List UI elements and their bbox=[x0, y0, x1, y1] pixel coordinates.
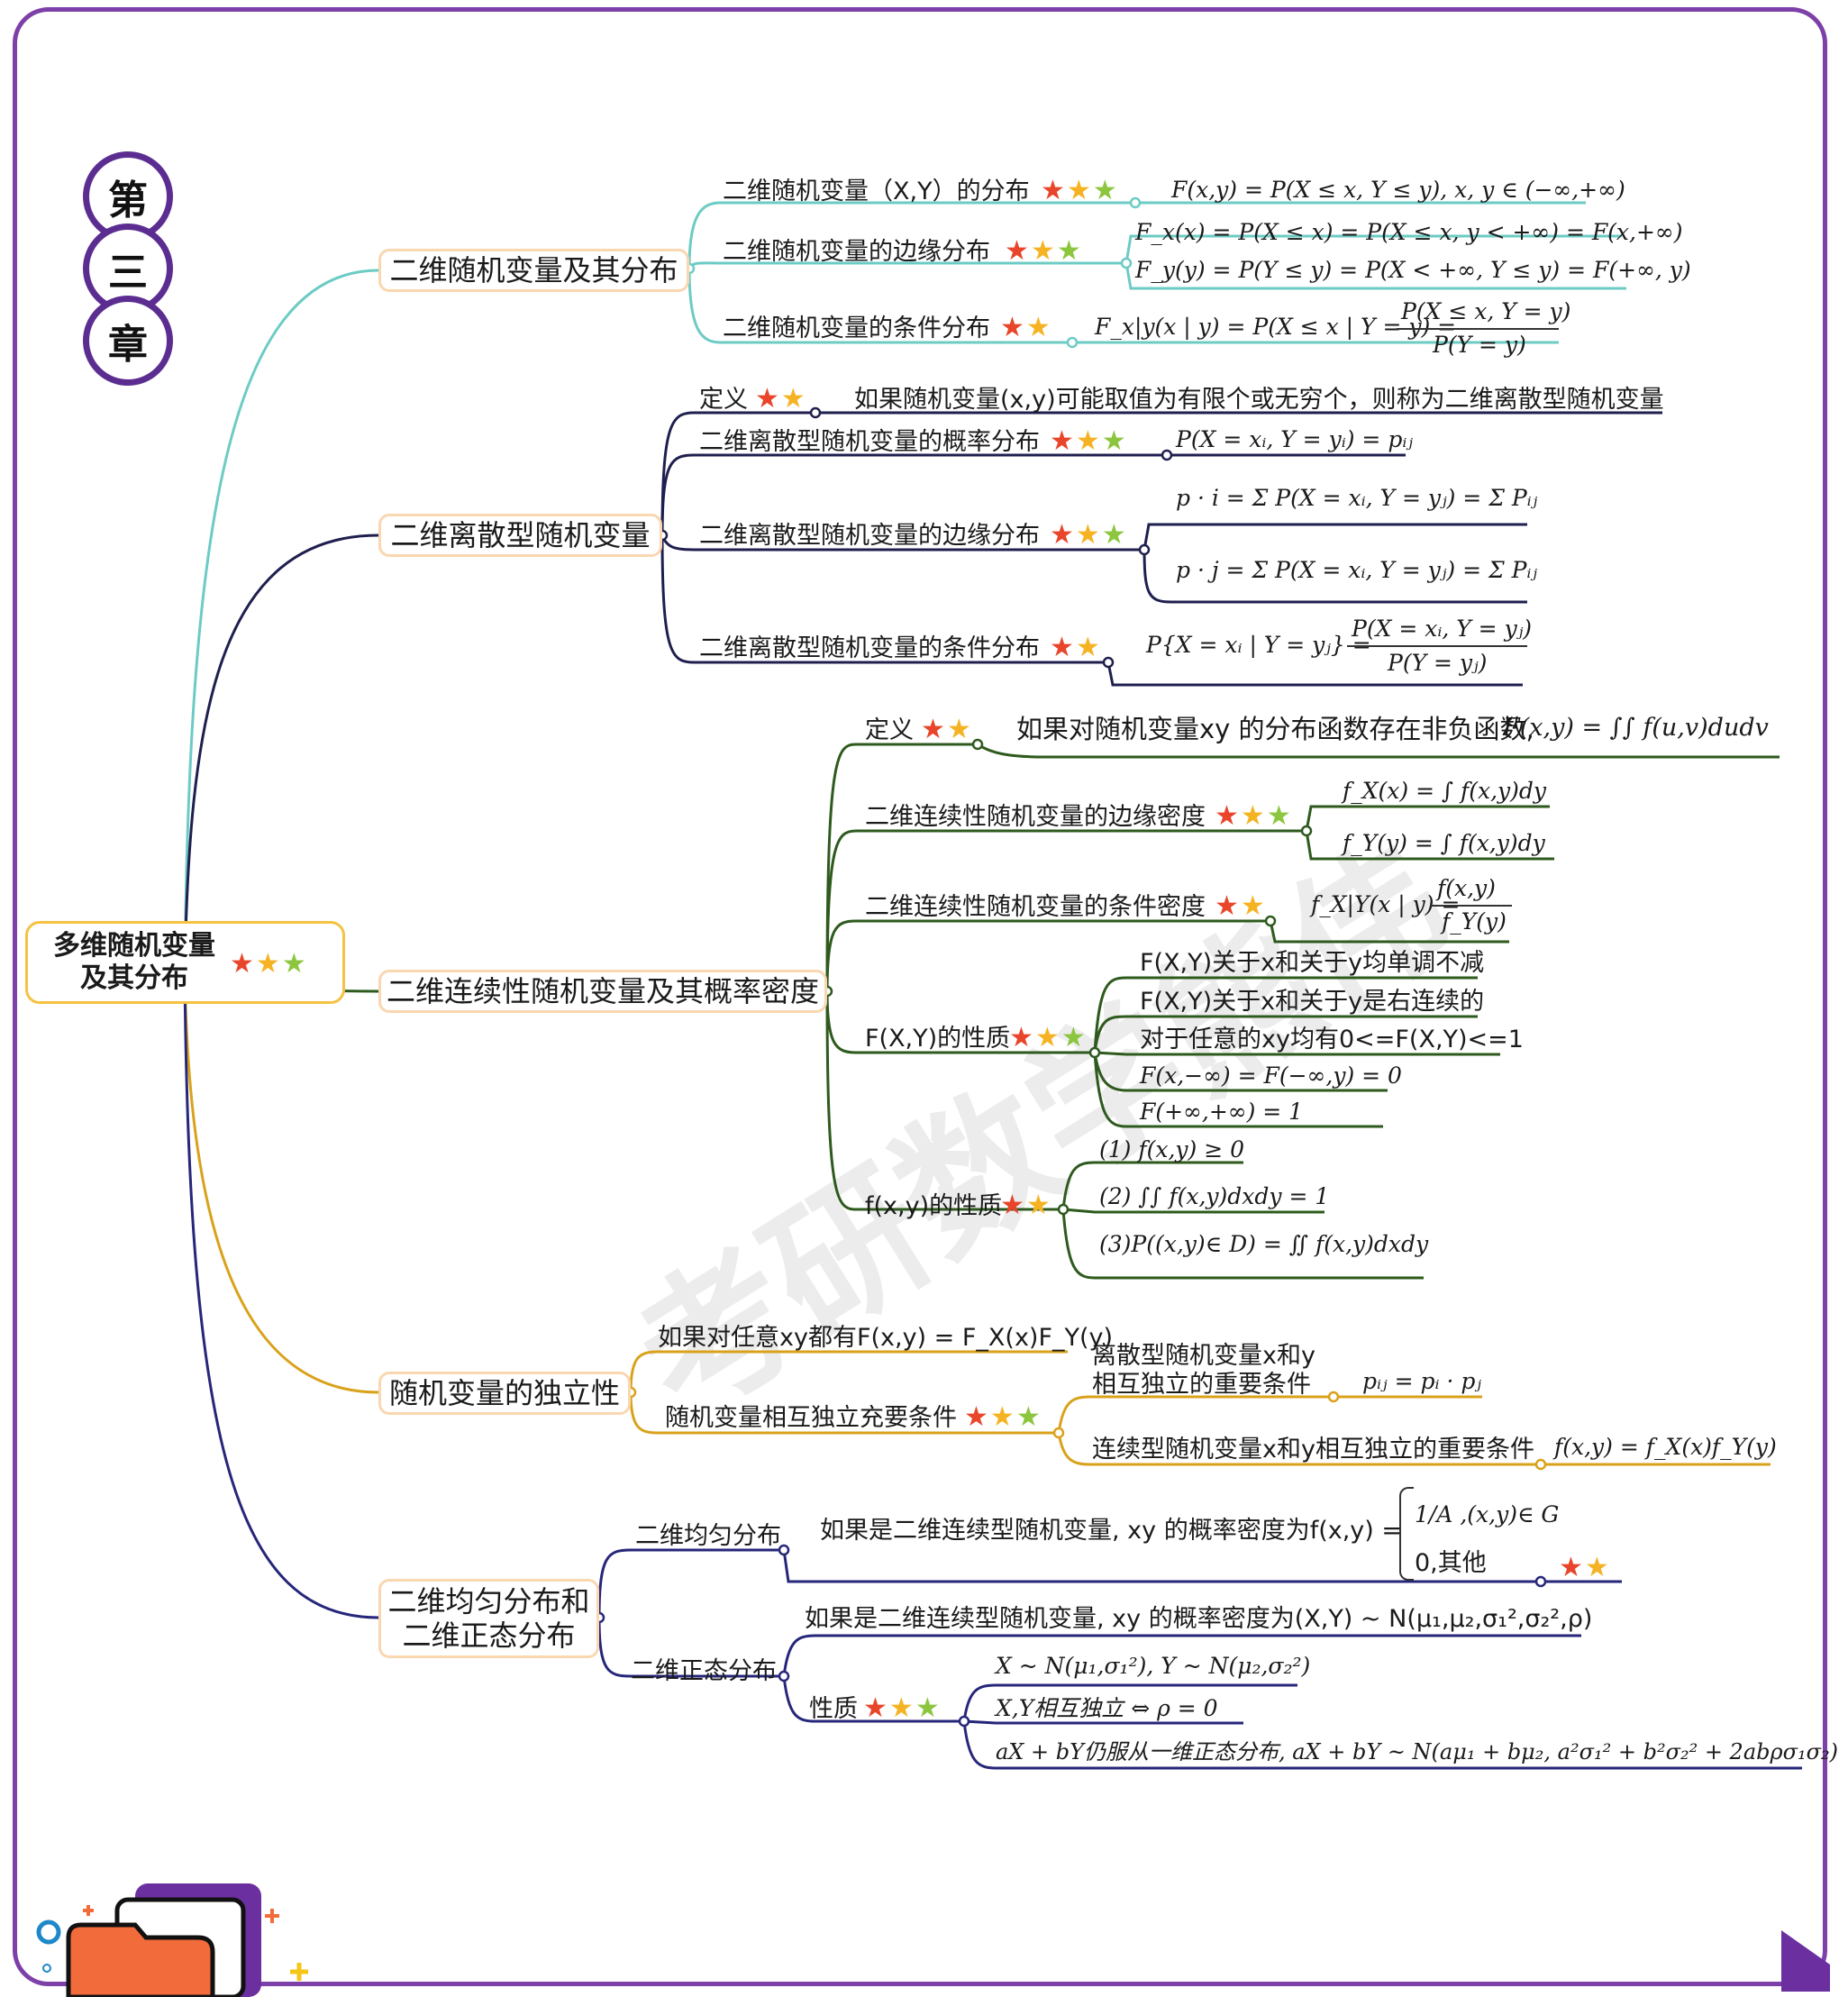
b3-conditional-stars: ★★ bbox=[1215, 890, 1267, 922]
b1-item2-formula-b: F_y(y) = P(Y ≤ y) = P(X < +∞, Y ≤ y) = F… bbox=[1135, 257, 1691, 283]
root-stars: ★★★ bbox=[230, 951, 308, 978]
b1-item-conditional[interactable]: 二维随机变量的条件分布 bbox=[723, 315, 990, 342]
fraction-bar bbox=[1397, 328, 1559, 330]
b5-uniform-case2: 0,其他 bbox=[1415, 1549, 1487, 1577]
b5-normal-label[interactable]: 二维正态分布 bbox=[631, 1657, 777, 1685]
b5-label-line2: 二维正态分布 bbox=[402, 1619, 576, 1653]
b1-item2-stars: ★★★ bbox=[1005, 235, 1083, 267]
branch-2d-random-variable[interactable]: 二维随机变量及其分布 bbox=[378, 249, 689, 292]
b3-marginal-b: f_Y(y) = ∫ f(x,y)dy bbox=[1343, 830, 1545, 856]
b5-brace bbox=[1399, 1487, 1414, 1581]
b1-item-marginal[interactable]: 二维随机变量的边缘分布 bbox=[723, 238, 990, 266]
b5-uniform-text: 如果是二维连续型随机变量, xy 的概率密度为f(x,y) = bbox=[820, 1517, 1403, 1545]
star-icon: ★ bbox=[230, 948, 256, 980]
b2-item2-stars: ★★★ bbox=[1050, 519, 1128, 551]
play-icon bbox=[1781, 1930, 1830, 1992]
b3-marginal-a: f_X(x) = ∫ f(x,y)dy bbox=[1343, 778, 1547, 804]
b2-item3-den: P(Y = yⱼ) bbox=[1388, 650, 1488, 676]
b3-F-prop-1: F(X,Y)关于x和关于y均单调不减 bbox=[1140, 949, 1485, 977]
root-node[interactable]: 多维随机变量 及其分布 bbox=[25, 921, 345, 1004]
b2-item3-formula: P{X = xᵢ | Y = yⱼ} = bbox=[1146, 632, 1371, 658]
b3-def-text: 如果对随机变量xy 的分布函数存在非负函数, bbox=[1016, 714, 1534, 744]
b4-discrete-formula: pᵢⱼ = pᵢ · pⱼ bbox=[1362, 1368, 1481, 1394]
b5-uniform-label[interactable]: 二维均匀分布 bbox=[635, 1522, 781, 1550]
b1-item3-stars: ★★ bbox=[1000, 312, 1052, 343]
b4-continuous-formula: f(x,y) = f_X(x)f_Y(y) bbox=[1554, 1434, 1777, 1460]
b2-def-stars: ★★ bbox=[755, 383, 807, 415]
b2-item2-formula-b: p · j = Σ P(X = xᵢ, Y = yⱼ) = Σ Pᵢⱼ bbox=[1176, 557, 1538, 583]
b5-prop-2: X,Y相互独立 ⇔ ρ = 0 bbox=[996, 1695, 1218, 1721]
root-label-line2: 及其分布 bbox=[80, 962, 188, 994]
b1-item2-formula-a: F_x(x) = P(X ≤ x) = P(X ≤ x, y < +∞) = F… bbox=[1135, 219, 1683, 245]
b3-def-stars: ★★ bbox=[921, 714, 973, 745]
folder-icon bbox=[36, 1883, 308, 1997]
b2-item2-formula-a: p · i = Σ P(X = xᵢ, Y = yⱼ) = Σ Pᵢⱼ bbox=[1176, 485, 1538, 511]
b3-def-label[interactable]: 定义 bbox=[865, 716, 914, 744]
b3-F-prop-3: 对于任意的xy均有0<=F(X,Y)<=1 bbox=[1140, 1026, 1524, 1053]
fraction-bar bbox=[1347, 645, 1527, 647]
chapter-char-3: 章 bbox=[83, 296, 173, 386]
b3-F-props-label[interactable]: F(X,Y)的性质 bbox=[865, 1025, 1011, 1053]
branch-independence[interactable]: 随机变量的独立性 bbox=[378, 1372, 631, 1415]
b3-cond-formula: f_X|Y(x | y) = bbox=[1311, 891, 1461, 917]
b2-item-prob[interactable]: 二维离散型随机变量的概率分布 bbox=[699, 428, 1040, 456]
b3-f-props-label[interactable]: f(x,y)的性质 bbox=[865, 1192, 1003, 1220]
b3-marginal-stars: ★★★ bbox=[1215, 800, 1293, 832]
b1-item3-num: P(X ≤ x, Y = y) bbox=[1401, 298, 1571, 324]
b1-item1-formula: F(x,y) = P(X ≤ x, Y ≤ y), x, y ∈ (−∞,+∞) bbox=[1171, 177, 1625, 203]
b5-prop-3: aX + bY仍服从一维正态分布, aX + bY ~ N(aμ₁ + bμ₂,… bbox=[996, 1739, 1838, 1764]
b3-f-prop-2: (2) ∫∫ f(x,y)dxdy = 1 bbox=[1099, 1183, 1330, 1209]
fraction-bar bbox=[1431, 905, 1512, 907]
b3-f-stars: ★★ bbox=[1000, 1190, 1052, 1221]
b5-uniform-case1: 1/A ,(x,y)∈ G bbox=[1415, 1501, 1560, 1527]
b5-prop-1: X ~ N(μ₁,σ₁²), Y ~ N(μ₂,σ₂²) bbox=[996, 1653, 1311, 1679]
b3-marginal-label[interactable]: 二维连续性随机变量的边缘密度 bbox=[865, 803, 1206, 831]
b3-F-prop-2: F(X,Y)关于x和关于y是右连续的 bbox=[1140, 988, 1485, 1016]
branch-uniform-normal[interactable]: 二维均匀分布和 二维正态分布 bbox=[378, 1579, 599, 1658]
b3-conditional-label[interactable]: 二维连续性随机变量的条件密度 bbox=[865, 893, 1206, 921]
branch-2d-continuous[interactable]: 二维连续性随机变量及其概率密度 bbox=[378, 970, 827, 1013]
star-icon: ★ bbox=[281, 948, 308, 980]
b3-F-stars: ★★★ bbox=[1009, 1022, 1088, 1053]
b2-def-text: 如果随机变量(x,y)可能取值为有限个或无穷个，则称为二维离散型随机变量 bbox=[854, 386, 1664, 414]
b2-item-marginal[interactable]: 二维离散型随机变量的边缘分布 bbox=[699, 522, 1040, 550]
b3-cond-num: f(x,y) bbox=[1437, 875, 1496, 901]
b1-item-distribution[interactable]: 二维随机变量（X,Y）的分布 bbox=[723, 178, 1030, 205]
b3-f-prop-1: (1) f(x,y) ≥ 0 bbox=[1099, 1136, 1245, 1163]
b2-def-label[interactable]: 定义 bbox=[699, 386, 748, 414]
b5-props-stars: ★★★ bbox=[863, 1692, 942, 1724]
b5-uniform-stars: ★★ bbox=[1559, 1552, 1611, 1583]
b4-item-1[interactable]: 如果对任意xy都有F(x,y) = F_X(x)F_Y(y) bbox=[658, 1324, 1114, 1352]
b5-label-line1: 二维均匀分布和 bbox=[387, 1584, 590, 1619]
b3-f-prop-3: (3)P((x,y)∈ D) = ∬ f(x,y)dxdy bbox=[1099, 1231, 1429, 1257]
b2-item3-num: P(X = xᵢ, Y = yⱼ) bbox=[1352, 616, 1533, 642]
page-frame bbox=[13, 7, 1827, 1986]
b1-item1-stars: ★★★ bbox=[1041, 175, 1119, 206]
star-icon: ★ bbox=[255, 948, 282, 980]
b3-F-prop-5: F(+∞,+∞) = 1 bbox=[1140, 1099, 1304, 1125]
b3-F-prop-4: F(x,−∞) = F(−∞,y) = 0 bbox=[1140, 1062, 1402, 1089]
b2-item1-stars: ★★★ bbox=[1050, 425, 1128, 457]
b1-item3-den: P(Y = y) bbox=[1433, 332, 1526, 358]
root-label-line1: 多维随机变量 bbox=[53, 930, 215, 962]
b4-item2-stars: ★★★ bbox=[964, 1401, 1042, 1433]
b5-normal-text: 如果是二维连续型随机变量, xy 的概率密度为(X,Y) ~ N(μ₁,μ₂,σ… bbox=[805, 1605, 1593, 1633]
b2-item3-stars: ★★ bbox=[1050, 632, 1102, 663]
b1-item3-formula: F_x|y(x | y) = P(X ≤ x | Y = y) = bbox=[1095, 314, 1457, 340]
branch-2d-discrete[interactable]: 二维离散型随机变量 bbox=[378, 514, 662, 557]
b5-props-label[interactable]: 性质 bbox=[809, 1695, 858, 1723]
b2-item1-formula: P(X = xᵢ, Y = yᵢ) = pᵢⱼ bbox=[1176, 426, 1413, 452]
b3-cond-den: f_Y(y) bbox=[1442, 908, 1507, 935]
b2-item-conditional[interactable]: 二维离散型随机变量的条件分布 bbox=[699, 634, 1040, 662]
b4-item-2[interactable]: 随机变量相互独立充要条件 bbox=[665, 1404, 957, 1432]
b4-discrete-l1: 离散型随机变量x和y bbox=[1092, 1342, 1315, 1370]
b4-continuous-label: 连续型随机变量x和y相互独立的重要条件 bbox=[1092, 1436, 1534, 1464]
b4-discrete-l2: 相互独立的重要条件 bbox=[1092, 1371, 1311, 1399]
b3-def-formula: F(x,y) = ∫∫ f(u,v)dudv bbox=[1503, 714, 1769, 742]
